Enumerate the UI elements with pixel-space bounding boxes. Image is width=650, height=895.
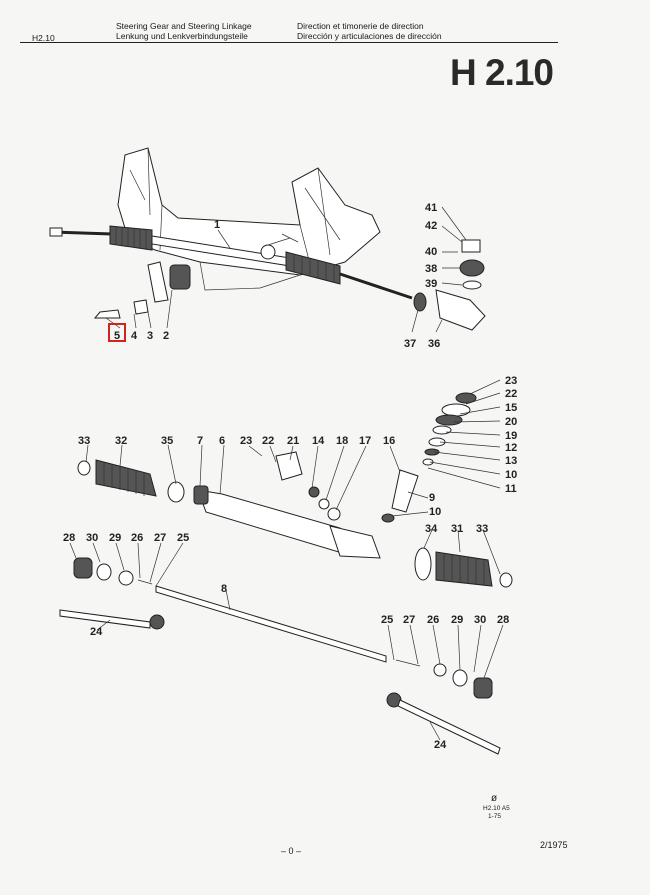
- callout-16: 16: [383, 435, 395, 447]
- callout-11: 11: [505, 483, 517, 495]
- callout-28b: 28: [497, 614, 509, 626]
- callout-3: 3: [147, 330, 153, 342]
- callout-5: 5: [114, 330, 120, 342]
- callout-26b: 26: [427, 614, 439, 626]
- callout-21: 21: [287, 435, 299, 447]
- callout-13: 13: [505, 455, 517, 467]
- callout-8: 8: [221, 583, 227, 595]
- tie-rod-end-parts: [413, 239, 486, 331]
- figure-reference-code: H2.10 A5: [483, 805, 510, 812]
- callout-24a: 24: [90, 626, 103, 638]
- header-code: H2.10: [32, 33, 55, 43]
- page-number: – 0 –: [281, 846, 302, 856]
- callout-18: 18: [336, 435, 348, 447]
- highlighted-part-marker: [108, 323, 126, 342]
- callout-1: 1: [214, 219, 220, 231]
- callout-14: 14: [312, 435, 325, 447]
- callout-41: 41: [425, 202, 437, 214]
- callout-38: 38: [425, 263, 437, 275]
- callout-30a: 30: [86, 532, 98, 544]
- callout-9: 9: [429, 492, 435, 504]
- publisher-logo-icon: ø: [491, 793, 498, 804]
- callout-10b: 10: [429, 506, 441, 518]
- callout-34: 34: [425, 523, 438, 535]
- header-title-es: Dirección y articulaciones de dirección: [297, 31, 442, 41]
- callout-29b: 29: [451, 614, 463, 626]
- callout-24b: 24: [434, 739, 447, 751]
- callout-35: 35: [161, 435, 173, 447]
- callout-30b: 30: [474, 614, 486, 626]
- exploded-parts: [59, 392, 513, 755]
- callout-20: 20: [505, 416, 517, 428]
- upper-callout-labels: 1 5 4 3 2 41 42 40 38 39 37 36: [114, 202, 440, 350]
- callout-32: 32: [115, 435, 127, 447]
- header-rule: [20, 42, 558, 43]
- callout-36: 36: [428, 338, 440, 350]
- callout-33a: 33: [78, 435, 90, 447]
- lower-leader-lines: [69, 379, 504, 741]
- mount-clamp-parts: [93, 261, 191, 319]
- callout-12: 12: [505, 442, 517, 454]
- figure-reference-date: 1-75: [488, 813, 502, 820]
- callout-42: 42: [425, 220, 437, 232]
- callout-15: 15: [505, 402, 517, 414]
- callout-2: 2: [163, 330, 169, 342]
- page-code-large: H 2.10: [450, 52, 554, 93]
- callout-28a: 28: [63, 532, 75, 544]
- steering-rack-assembly: [49, 225, 413, 300]
- header-title-de: Lenkung und Lenkverbindungsteile: [116, 31, 248, 41]
- callout-17: 17: [359, 435, 371, 447]
- callout-22a: 22: [505, 388, 517, 400]
- callout-19: 19: [505, 430, 517, 442]
- publication-date: 2/1975: [540, 840, 568, 850]
- callout-4: 4: [131, 330, 138, 342]
- callout-39: 39: [425, 278, 437, 290]
- callout-25b: 25: [381, 614, 393, 626]
- callout-29a: 29: [109, 532, 121, 544]
- callout-33b: 33: [476, 523, 488, 535]
- callout-31: 31: [451, 523, 463, 535]
- callout-23a: 23: [505, 375, 517, 387]
- callout-10a: 10: [505, 469, 517, 481]
- header-title-en: Steering Gear and Steering Linkage: [116, 21, 252, 31]
- callout-37: 37: [404, 338, 416, 350]
- callout-26a: 26: [131, 532, 143, 544]
- callout-27a: 27: [154, 532, 166, 544]
- callout-23b: 23: [240, 435, 252, 447]
- callout-7: 7: [197, 435, 203, 447]
- callout-6: 6: [219, 435, 225, 447]
- callout-27b: 27: [403, 614, 415, 626]
- header-title-fr: Direction et timonerie de direction: [297, 21, 424, 31]
- callout-40: 40: [425, 246, 437, 258]
- callout-22b: 22: [262, 435, 274, 447]
- callout-25a: 25: [177, 532, 189, 544]
- exploded-callout-labels: 23 22 15 20 19 12 13 10 11 33 32 35 7 6 …: [63, 375, 517, 751]
